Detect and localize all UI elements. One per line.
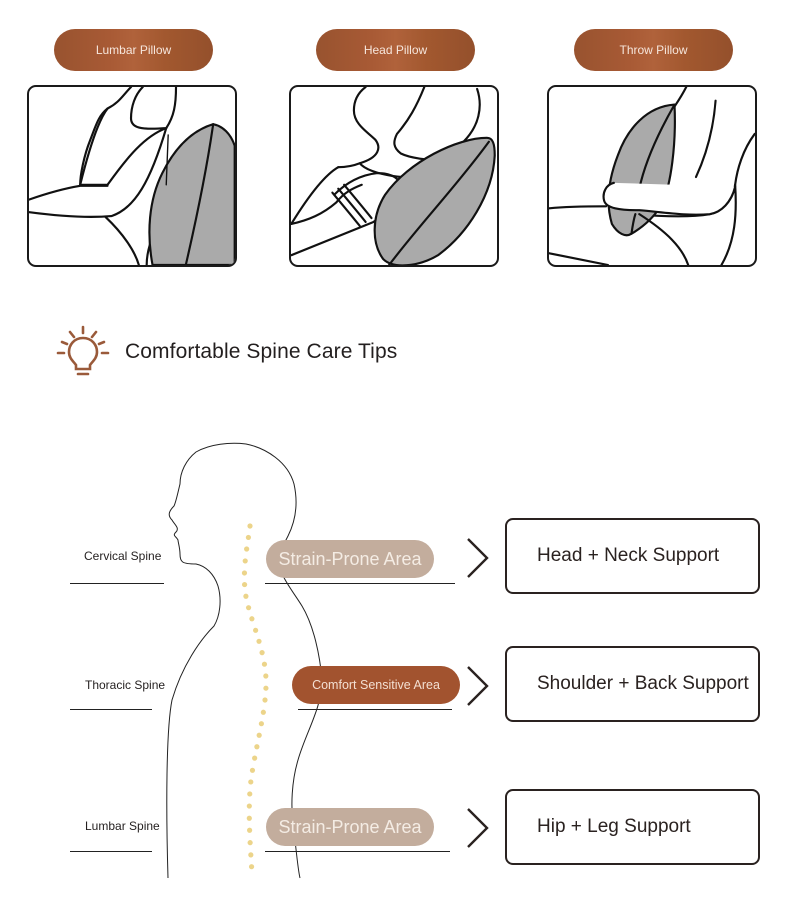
tips-title: Comfortable Spine Care Tips [125, 340, 398, 363]
spine-label-thoracic: Thoracic Spine [85, 678, 166, 692]
spine-dot [246, 815, 252, 821]
spine-dot [262, 697, 268, 703]
spine-dot [241, 581, 248, 588]
support-label: Head + Neck Support [537, 545, 720, 566]
spine-dot [261, 661, 268, 667]
spine-dots [241, 523, 269, 870]
spine-dot [247, 827, 253, 833]
pillow-tab-label: Head Pillow [363, 43, 428, 57]
spine-dot [245, 605, 252, 611]
spine-dot [246, 803, 252, 809]
area-badge-strain-prone: Strain-Prone Area [266, 808, 434, 846]
spine-dot [247, 791, 253, 797]
spine-dot [243, 593, 249, 599]
divider [70, 851, 152, 852]
spine-dot [260, 709, 266, 715]
divider [70, 583, 164, 584]
spine-dot [256, 638, 262, 644]
pillow-tab-lumbar[interactable]: Lumbar Pillow [54, 29, 213, 71]
spine-dot [248, 852, 254, 858]
spine-dot [258, 721, 264, 727]
chevron-right-icon [467, 666, 489, 706]
spine-dot [248, 864, 255, 870]
support-box-shoulder-back[interactable]: Shoulder + Back Support [505, 646, 760, 722]
pillow-tab-label: Lumbar Pillow [95, 43, 172, 57]
support-label: Shoulder + Back Support [537, 673, 749, 694]
spine-dot [259, 650, 265, 656]
spine-dot [249, 767, 256, 773]
lumbar-pillow-panel [27, 85, 237, 267]
spine-dot [247, 840, 253, 846]
pillow-tab-head[interactable]: Head Pillow [316, 29, 475, 71]
spine-dot [245, 534, 252, 541]
support-label: Hip + Leg Support [537, 816, 691, 837]
divider [265, 583, 455, 584]
pillow-tab-label: Throw Pillow [619, 43, 688, 57]
spine-dot [242, 558, 248, 564]
spine-dot [252, 755, 258, 761]
head-pillow-panel [289, 85, 499, 267]
spine-dot [241, 570, 248, 576]
spine-dot [263, 673, 269, 679]
area-badge-strain-prone: Strain-Prone Area [266, 540, 434, 578]
spine-dot [254, 744, 260, 750]
spine-label-lumbar: Lumbar Spine [85, 819, 160, 833]
support-box-head-neck[interactable]: Head + Neck Support [505, 518, 760, 594]
throw-pillow-panel [547, 85, 757, 267]
divider [265, 851, 450, 852]
divider [298, 709, 452, 710]
spine-dot [248, 779, 254, 785]
spine-dot [253, 627, 259, 633]
lumbar-pillow-illustration-icon [29, 87, 235, 265]
spine-dot [247, 523, 253, 529]
spine-dot [263, 685, 269, 691]
lightbulb-icon [56, 325, 110, 376]
spine-dot [256, 732, 262, 738]
spine-dot [249, 616, 255, 622]
chevron-right-icon [467, 538, 489, 578]
divider [70, 709, 152, 710]
support-box-hip-leg[interactable]: Hip + Leg Support [505, 789, 760, 865]
area-badge-comfort-sensitive: Comfort Sensitive Area [292, 666, 460, 704]
head-pillow-illustration-icon [291, 87, 496, 265]
throw-pillow-illustration-icon [549, 87, 755, 265]
spine-label-cervical: Cervical Spine [84, 549, 162, 563]
chevron-right-icon [467, 808, 489, 848]
spine-dot [244, 546, 250, 552]
pillow-tab-throw[interactable]: Throw Pillow [574, 29, 733, 71]
